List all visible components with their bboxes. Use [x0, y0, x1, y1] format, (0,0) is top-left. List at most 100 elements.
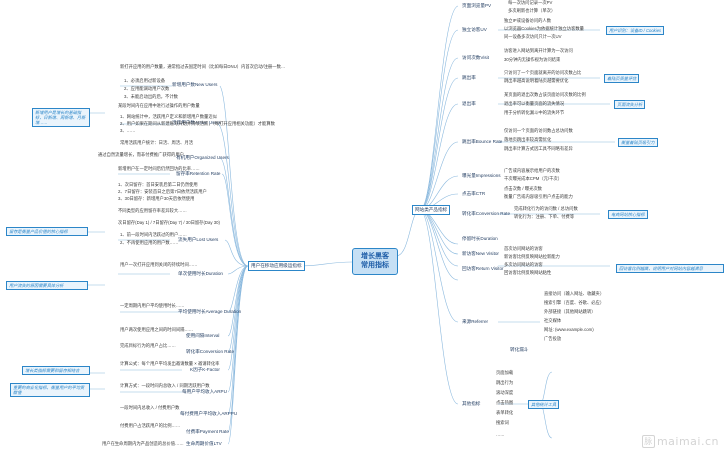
central-topic-line1: 增长黑客 [361, 253, 389, 260]
right-main-branch[interactable]: 网站类产品指标 [412, 205, 451, 215]
referrer-item: 搜索引擎（百度、谷歌、必应） [544, 300, 605, 305]
referrer-item: 社交媒体 [544, 318, 562, 323]
node-usage-interval[interactable]: 使用间隔Interval [186, 333, 220, 338]
bounce-rate-note: 衡量着陆页吸引力 [618, 138, 658, 147]
watermark-logo-icon: 脉 [641, 435, 655, 448]
node-active-users[interactable]: 活跃用户数Active Users [172, 120, 221, 125]
others-item: 滚动深度 [496, 390, 514, 395]
exit-item: 退出率可以衡量页面的流失情况 [504, 101, 565, 106]
conversion-item: 转化行为：注册、下单、付费等 [514, 214, 575, 219]
bounce-item: 跳出率越高说明着陆页越需要优化 [504, 78, 569, 83]
ctr-item: 衡量广告或内容吸引用户点击的能力 [504, 194, 573, 199]
central-topic-line2: 常用指标 [361, 262, 389, 269]
active-users-item: 1、网站统计中，活跃用户定义和新增用户数量近似 [120, 114, 217, 119]
node-organized-users[interactable]: 有机用户Organized Users [176, 155, 229, 160]
node-conversion[interactable]: 转化率Conversion Rate [186, 349, 234, 354]
new-visitor-item: 新访客比例反映网站拉新能力 [504, 254, 560, 259]
central-topic[interactable]: 增长黑客 常用指标 [352, 248, 398, 275]
active-users-item: 3、…… [120, 128, 136, 133]
returning-note: 回访客比例越高，说明用户对网站内容越满意 [616, 264, 724, 273]
node-exit[interactable]: 退出率 [462, 101, 476, 106]
node-arppu[interactable]: 每付费用户平均收入ARPPU [180, 411, 238, 416]
others-item: 页面加载 [496, 370, 514, 375]
node-conversion-right[interactable]: 转化率Conversion Rate [462, 211, 510, 216]
left-note: 重要的商业化指标，衡量用户的平均贡献值 [10, 383, 90, 397]
node-referrer[interactable]: 来源Referrer [462, 319, 489, 324]
others-item: 跳出行为 [496, 380, 514, 385]
referrer-item: 广告投放 [544, 336, 562, 341]
left-note: 新增用户是增长的基础指标，日新增、周新增、月新增…… [32, 108, 90, 127]
bounce-note: 着陆页质量评估 [604, 74, 640, 83]
node-funnel[interactable]: 转化漏斗 [510, 347, 529, 352]
node-k-factor[interactable]: K因子K-Factor [190, 367, 220, 372]
ctr-item: 点击次数 / 曝光次数 [504, 186, 542, 191]
left-note: 增长类指标需要和留存相结合 [22, 366, 90, 375]
retention-item: 3、30日留存：新增用户30天后依然使用 [118, 196, 195, 201]
active-users-item: 2、用户如果在期间从新建账号开始并持续活跃，（每打开应用相关功能）才能算数 [120, 121, 275, 126]
retention-desc: 新增用户在一定时间后仍然回访的比率…… [118, 166, 200, 171]
new-users-item: 3、未能启动出的后，不计数 [124, 94, 178, 99]
left-main-branch[interactable]: 用户在移动应用级运指标 [248, 261, 305, 271]
node-lost-users[interactable]: 流失用户Lost Users [178, 237, 219, 242]
watermark-text: maimai.cn [656, 434, 719, 448]
others-item: 点击热图 [496, 400, 514, 405]
uv-note: 用户识别：设备ID / Cookies [606, 26, 665, 35]
conversion-desc: 完成目标行为的用户占比…… [120, 343, 176, 348]
impressions-item: 千次曝光成本CPM（元/千次） [504, 176, 563, 181]
node-bounce-rate[interactable]: 跳出率Bounce Rate [462, 139, 503, 144]
arpu-desc: 计算方式：一段时间内总收入 / 同期活跃用户数 [120, 383, 210, 388]
conversion-note: 电商网站核心指标 [608, 210, 648, 219]
lost-users-item: 2、不再使用应用的用户数…… [120, 240, 179, 245]
new-users-desc: 新打开应用的用户数量，通常指过去固定时间（比如每日DNU）内首次启动/注册一数… [120, 64, 286, 69]
impressions-item: 广告或内容展示给用户的次数 [504, 168, 560, 173]
retention-item: 2、7日留存：安装首日之后第7日依然活跃用户 [118, 189, 207, 194]
uv-item: 独立IP或设备访问的人数 [504, 18, 552, 23]
others-item: 表单转化 [496, 410, 514, 415]
exit-item: 用于分析转化漏斗中的流失环节 [504, 110, 565, 115]
others-item: 搜索词 [496, 420, 509, 425]
referrer-item: 直接访问（输入网址、收藏夹） [544, 291, 605, 296]
node-ctr[interactable]: 点击率CTR [462, 191, 486, 196]
new-users-item: 1、必须启用过新设备 [124, 78, 166, 83]
returning-item: 多次访问网站的访客 [504, 262, 543, 267]
node-uv[interactable]: 独立访客UV [462, 27, 487, 32]
usage-interval-desc: 用户两次使用应用之间的时间间隔…… [120, 327, 194, 332]
conversion-item: 完成转化行为的访问数 / 总访问数 [514, 206, 578, 211]
node-others[interactable]: 其他指标 [462, 401, 481, 406]
visits-item: 访客进入网站到离开计算为一次访问 [504, 48, 573, 53]
node-visits[interactable]: 访问次数Visit [462, 55, 489, 60]
left-note: 用户流失的原因需要具体分析 [6, 281, 88, 290]
node-retention[interactable]: 留存率Retention Rate [176, 171, 221, 176]
bounce-rate-item: 落地页跳出率较高需优化 [504, 137, 552, 142]
arppu-desc: 一段时间内总收入 / 付费用户数 [120, 405, 180, 410]
retention-extra: 不同类型的应用留存率差异较大…… [118, 208, 187, 213]
node-impressions[interactable]: 曝光量Impressions [462, 173, 501, 178]
exit-item: 某页面的退出次数占该页面访问次数的比例 [504, 92, 586, 97]
active-users-extra: 常用活跃用户统计：日活、周活、月活 [120, 140, 194, 145]
node-ltv[interactable]: 生命周期价值LTV [186, 441, 222, 446]
uv-item: 以浏览器Cookies为依据统计独立访客数量 [504, 26, 584, 31]
node-arpu[interactable]: 每用户平均收入ARPU [182, 389, 227, 394]
node-duration-right[interactable]: 停留时长Duration [462, 236, 498, 241]
retention-extra: 次日留存(Day 1) / 7日留存(Day 7) / 30日留存(Day 30… [118, 220, 220, 225]
node-payment-rate[interactable]: 付费率Payment Rate [186, 429, 229, 434]
bounce-rate-item: 仅访问一个页面的访问数占总访问数 [504, 128, 573, 133]
referrer-item: 网址: (www.example.com) [544, 327, 594, 332]
node-avg-duration[interactable]: 平均使用时长Average Duration [178, 309, 242, 314]
organized-users-desc: 通过自然流量增长，而非付费推广获得的用户…… [98, 152, 193, 157]
node-duration[interactable]: 单次使用时长Duration [178, 271, 223, 276]
referrer-item: 外部链接（其他网站跳转） [544, 309, 596, 314]
node-new-users[interactable]: 新增用户数New Users [172, 82, 218, 87]
node-pv[interactable]: 页面浏览量PV [462, 3, 492, 8]
node-returning[interactable]: 回访客Return Visitor [462, 266, 504, 271]
node-new-visitor[interactable]: 新访客New Visitor [462, 251, 499, 256]
payment-rate-desc: 付费用户占活跃用户的比例…… [120, 423, 181, 428]
pv-item: 每一次访问记录一次PV [508, 0, 553, 5]
node-bounce[interactable]: 跳出率 [462, 75, 476, 80]
visits-item: 30分钟内无操作视为访问结束 [504, 57, 561, 62]
bounce-item: 只访问了一个页面就离开的访问次数占比 [504, 70, 582, 75]
duration-desc: 用户一次打开应用到关闭的持续时间…… [120, 262, 198, 267]
new-visitor-item: 首次访问网站的访客 [504, 246, 543, 251]
